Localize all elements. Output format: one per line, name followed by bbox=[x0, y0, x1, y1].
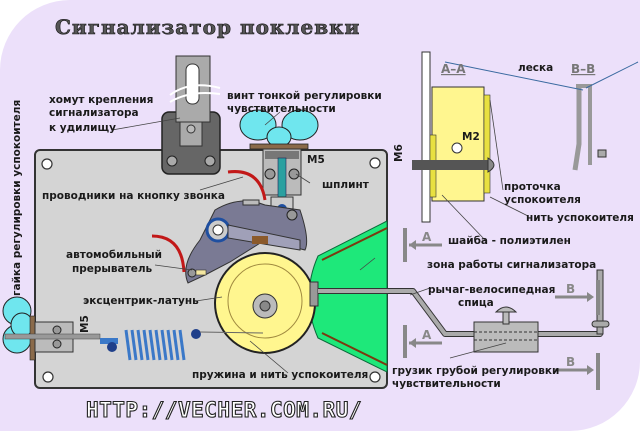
wires-label: проводники на кнопку звонка bbox=[42, 190, 225, 202]
clamp-label-3: к удилищу bbox=[49, 122, 116, 134]
section-aa-label: А–А bbox=[441, 62, 466, 76]
m2-label: М2 bbox=[462, 131, 480, 143]
groove-label-2: успокоителя bbox=[504, 194, 581, 206]
m5-top-label: М5 bbox=[307, 154, 325, 166]
site-url: HTTP://VECHER.COM.RU/ bbox=[86, 398, 362, 422]
fine-screw-label-2: чувствительности bbox=[227, 103, 336, 115]
damper-nut bbox=[2, 296, 101, 361]
spring bbox=[100, 329, 264, 361]
section-bb bbox=[444, 61, 639, 171]
wire bbox=[227, 170, 267, 201]
damper-nut-label: гайка регулировки успокоителя bbox=[11, 100, 23, 296]
groove-label-1: проточка bbox=[504, 181, 561, 193]
arrow-b-label: В bbox=[566, 282, 575, 296]
mount-hole bbox=[369, 371, 381, 383]
lever-label-2: спица bbox=[458, 297, 494, 309]
section-bb-label: В–В bbox=[571, 62, 595, 76]
clamp-label-2: сигнализатора bbox=[49, 107, 139, 119]
lever-stop bbox=[591, 320, 610, 328]
cotter-label: шплинт bbox=[322, 179, 370, 191]
arrow-a-label: А bbox=[422, 230, 432, 244]
line-label: леска bbox=[518, 62, 553, 74]
arrow-b-label: В bbox=[566, 355, 575, 369]
wire bbox=[151, 234, 186, 273]
breaker-label-1: автомобильный bbox=[66, 249, 162, 261]
weight-label-2: чувствительности bbox=[392, 378, 501, 390]
m5-left-label: М5 bbox=[79, 315, 91, 333]
section-arrows bbox=[403, 228, 600, 390]
arrow-a-label: А bbox=[422, 328, 432, 342]
mount-hole bbox=[369, 157, 381, 169]
section-aa bbox=[412, 51, 495, 223]
leader-lines bbox=[111, 99, 529, 374]
mount-hole bbox=[41, 158, 53, 170]
m6-label: М6 bbox=[393, 144, 405, 162]
lever-label-1: рычаг-велосипедная bbox=[428, 284, 555, 296]
mount-hole bbox=[42, 371, 54, 383]
car-breaker bbox=[185, 199, 308, 284]
signal-zone bbox=[308, 220, 388, 373]
zone-label: зона работы сигнализатора bbox=[427, 259, 596, 271]
diagram-title: Сигнализатор поклевки bbox=[55, 15, 360, 39]
damper-thread-label: нить успокоителя bbox=[526, 212, 634, 224]
rod-clamp bbox=[161, 55, 221, 175]
clamp-label-1: хомут крепления bbox=[49, 94, 153, 106]
weight bbox=[473, 306, 539, 353]
washer-label: шайба - полиэтилен bbox=[448, 235, 571, 247]
weight-label-1: грузик грубой регулировки bbox=[392, 365, 559, 377]
fine-screw-label-1: винт тонкой регулировки bbox=[227, 90, 382, 102]
breaker-label-2: прерыватель bbox=[72, 263, 153, 275]
eccentric-label: эксцентрик-латунь bbox=[83, 295, 199, 307]
spring-label: пружина и нить успокоителя bbox=[192, 369, 368, 381]
eccentric bbox=[214, 252, 319, 354]
